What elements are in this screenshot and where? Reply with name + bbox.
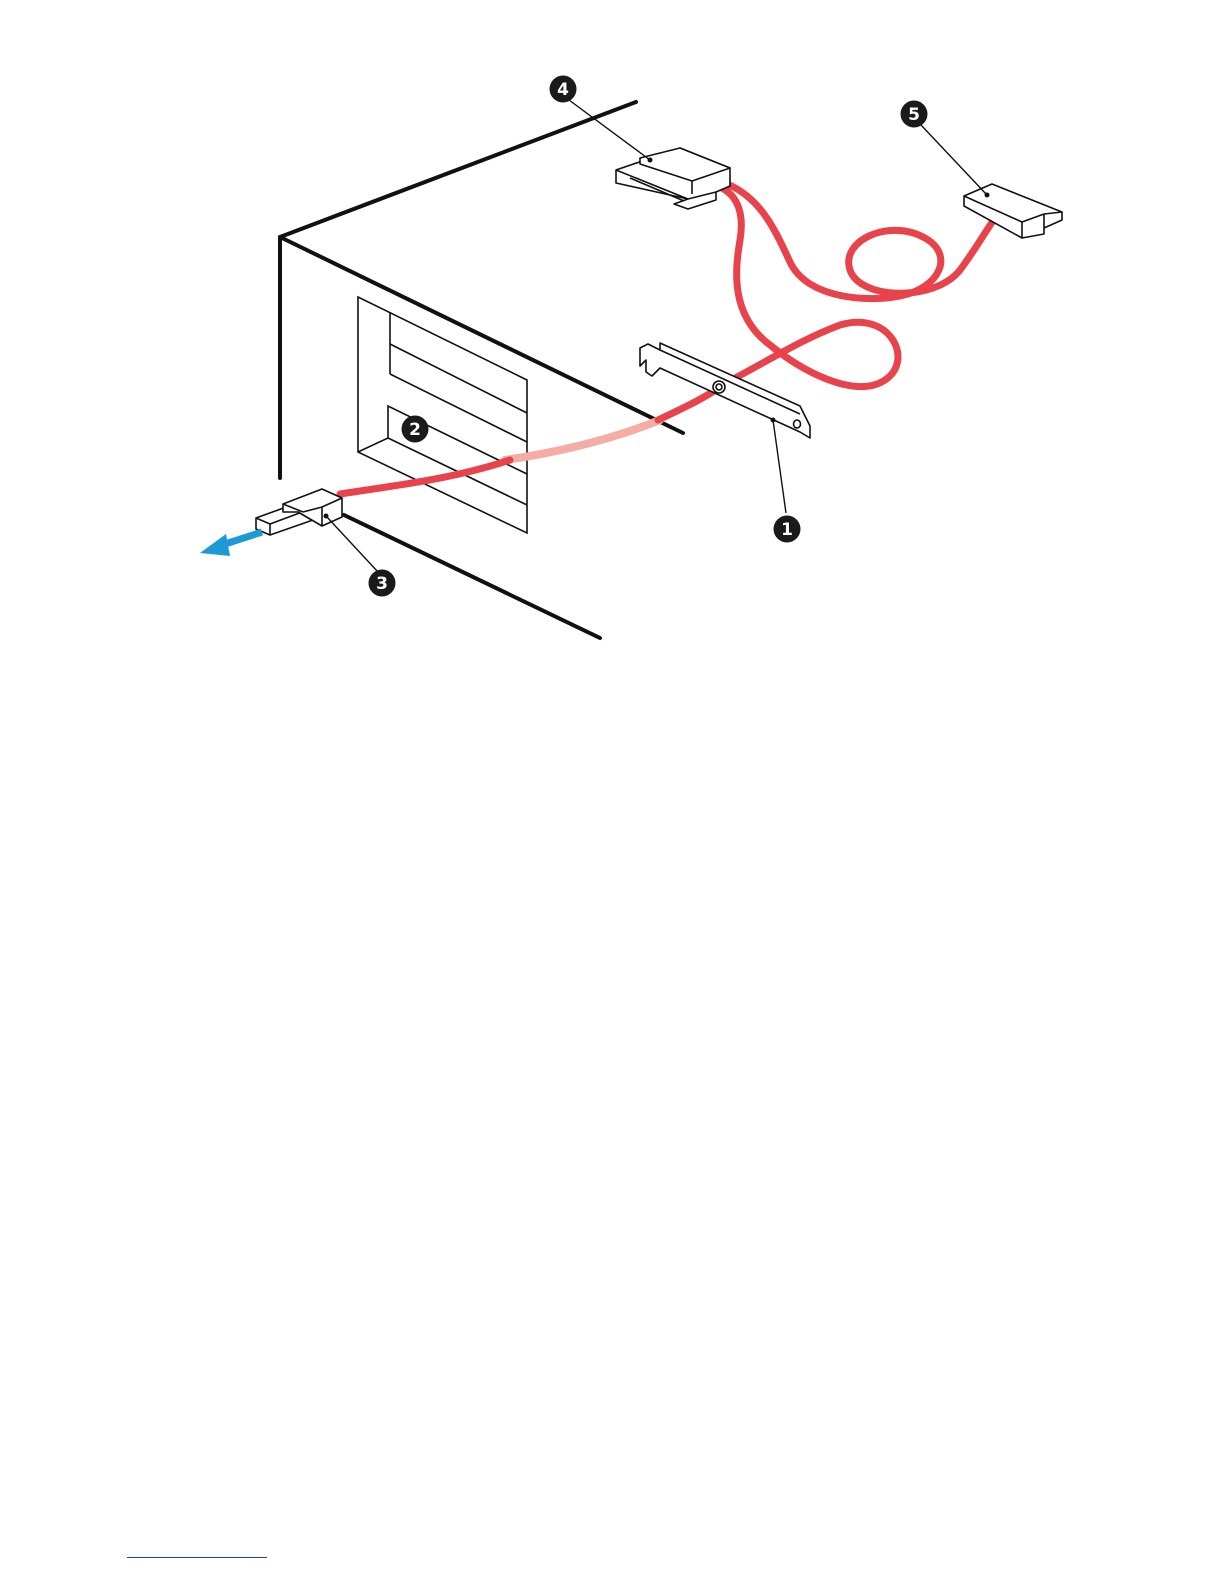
callout-4: 4	[550, 76, 577, 103]
expansion-slot-area	[358, 297, 527, 533]
cable-external-segment	[340, 460, 510, 494]
callout-2-label: 2	[409, 420, 421, 440]
external-connector	[256, 489, 342, 535]
callout-5-label: 5	[908, 105, 920, 125]
footer-link-underline	[127, 1557, 267, 1558]
cable-loop-to-connector-5	[722, 182, 995, 299]
callout-1: 1	[774, 516, 801, 543]
internal-connector	[616, 148, 730, 209]
callout-3-label: 3	[376, 574, 388, 594]
callout-5: 5	[901, 101, 928, 128]
callout-3: 3	[369, 570, 396, 597]
callout-2: 2	[402, 416, 429, 443]
peripheral-connector	[964, 184, 1062, 238]
callout-4-label: 4	[557, 80, 569, 100]
callout-1-label: 1	[781, 520, 793, 540]
arrow-left-down-icon	[200, 532, 262, 556]
cable-hidden-segment	[505, 420, 660, 460]
